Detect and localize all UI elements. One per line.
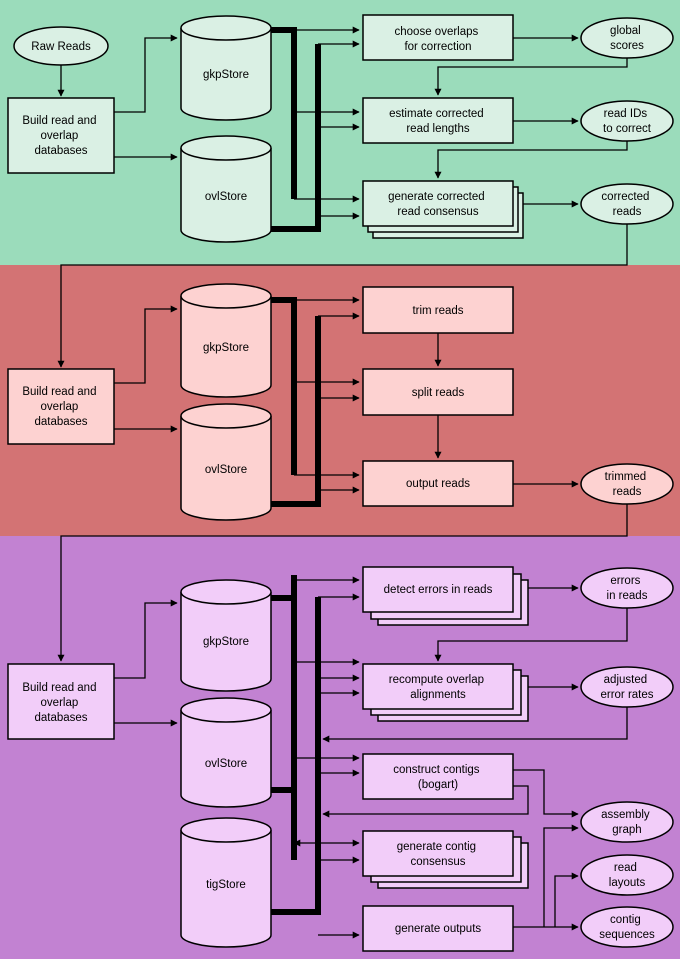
estimate-lengths-label: estimate corrected read lengths [389,108,487,135]
arrow [554,872,579,927]
errors-in-reads-label: errors in reads [607,575,648,602]
assembly-graph-node [580,801,674,843]
global-scores-label: global scores [610,25,644,52]
split-reads-box [362,368,514,416]
tig-bus [271,597,321,915]
recompute-overlap-label: recompute overlap alignments [389,674,487,701]
detect-errors-box [362,566,514,613]
ovlstore-cylinder-3: ovlStore [180,697,272,808]
contig-consensus-label: generate contig consensus [397,841,480,868]
raw-reads-label: Raw Reads [31,41,91,53]
build-databases-box-3 [7,663,115,740]
build-label-3: Build read and overlap databases [22,682,99,724]
arrow [114,599,178,679]
adjusted-error-rates-node [580,666,674,708]
trimming-stage: Build read and overlap databases gkpStor… [7,283,674,662]
arrow [114,305,178,384]
ovlstore-cylinder-2: ovlStore [180,403,272,521]
output-reads-label: output reads [406,478,470,490]
ovlstore-label: ovlStore [205,191,247,203]
arrow [434,58,628,96]
construct-contigs-box [362,753,514,800]
construct-contigs-label: construct contigs (bogart) [393,764,483,791]
read-layouts-node [580,854,674,896]
arrow [322,785,529,818]
arrow [322,707,628,743]
correction-stage: Raw Reads Build read and overlap databas… [7,14,674,368]
generate-consensus-box [362,180,514,227]
assembly-stage: Build read and overlap databases gkpStor… [7,566,674,952]
arrow [57,504,628,662]
arrow [513,769,579,818]
arrow [114,34,178,113]
generate-outputs-label: generate outputs [395,923,482,935]
build-databases-box-1 [7,97,115,174]
generate-outputs-box [362,905,514,952]
arrow [57,224,628,368]
gkpstore-label: gkpStore [203,636,249,648]
assembly-band [0,536,680,959]
arrow [434,141,628,179]
build-label-2: Build read and overlap databases [22,386,99,428]
build-label-1: Build read and overlap databases [22,115,99,157]
build-databases-box-2 [7,368,115,445]
read-layouts-label: read layouts [609,862,646,889]
choose-overlaps-box [362,14,514,61]
estimate-lengths-box [362,97,514,144]
gkpstore-label: gkpStore [203,69,249,81]
ovlstore-label: ovlStore [205,758,247,770]
ovl-bus [271,316,321,507]
detect-errors-label: detect errors in reads [384,584,493,596]
errors-in-reads-node [580,567,674,609]
choose-overlaps-label: choose overlaps for correction [395,26,482,53]
gkpstore-label: gkpStore [203,342,249,354]
gkpstore-cylinder-1: gkpStore [180,15,272,121]
global-scores-node [580,17,674,59]
recompute-overlap-box [362,663,514,710]
ovl-bus [271,44,321,232]
output-reads-box [362,460,514,507]
read-ids-label: read IDs to correct [603,108,652,135]
trim-reads-label: trim reads [412,305,463,317]
gkpstore-cylinder-2: gkpStore [180,283,272,398]
arrow [434,608,628,662]
split-reads-label: split reads [412,387,465,399]
gkpstore-cylinder-3: gkpStore [180,579,272,692]
trimmed-reads-label: trimmed reads [605,471,650,498]
corrected-reads-node [580,183,674,225]
arrow [543,824,579,927]
contig-sequences-label: contig sequences [599,914,655,941]
generate-consensus-label: generate corrected read consensus [388,191,488,218]
contig-sequences-node [580,906,674,948]
adjusted-error-rates-label: adjusted error rates [600,674,653,701]
ovlstore-label: ovlStore [205,464,247,476]
assembly-graph-label: assembly graph [601,809,653,836]
contig-consensus-box [362,830,514,877]
tigstore-label: tigStore [206,879,246,891]
corrected-reads-label: corrected reads [601,191,652,218]
read-ids-node [580,100,674,142]
tigstore-cylinder: tigStore [180,817,272,948]
ovlstore-cylinder-1: ovlStore [180,135,272,243]
trimmed-reads-node [580,463,674,505]
